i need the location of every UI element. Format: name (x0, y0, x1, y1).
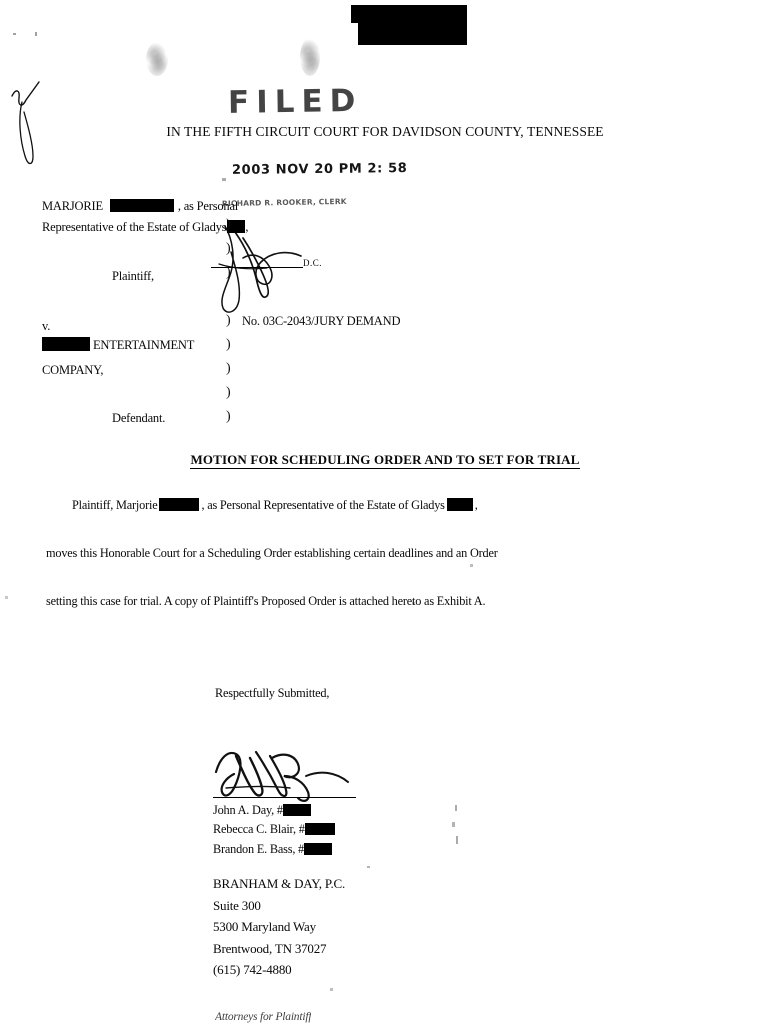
signer-name: John A. Day, # (213, 803, 283, 817)
defendant-line1-tail: ENTERTAINMENT (93, 338, 195, 352)
caption-paren: ) (226, 385, 231, 400)
signer-name: Rebecca C. Blair, # (213, 822, 305, 837)
plaintiff-name-text: MARJORIE (42, 199, 103, 213)
redaction-bar-lower (358, 22, 467, 45)
signer-row: Rebecca C. Blair, # (213, 820, 335, 839)
firm-name: BRANHAM & DAY, P.C. (213, 876, 346, 891)
firm-address-block: BRANHAM & DAY, P.C. Suite 300 5300 Maryl… (213, 873, 345, 981)
scan-speck (412, 602, 415, 605)
page-title: MOTION FOR SCHEDULING ORDER AND TO SET F… (0, 452, 770, 469)
court-heading: IN THE FIFTH CIRCUIT COURT FOR DAVIDSON … (166, 124, 604, 139)
plaintiff-line1-tail: , as Personal (177, 199, 239, 213)
attorney-signature (214, 750, 349, 802)
firm-phone: (615) 742-4880 (213, 962, 292, 977)
scan-speck (330, 988, 333, 991)
redaction-gladys-surname (227, 220, 246, 233)
plaintiff-representative-text: Representative of the Estate of Gladys (42, 220, 227, 234)
signer-row: John A. Day, # (213, 801, 335, 820)
clerk-stamp-line: RICHARD R. ROOKER, CLERK (221, 196, 347, 209)
redaction-bar-number (304, 842, 333, 855)
plaintiff-line2-tail: , (245, 220, 249, 234)
body-line1-mid: , as Personal Representative of the Esta… (201, 498, 445, 512)
redaction-body-marjorie (159, 498, 200, 511)
caption-plaintiff-line-2: Representative of the Estate of Gladys, (42, 217, 248, 237)
deputy-clerk-label: D.C. (303, 258, 323, 268)
page-title-text: MOTION FOR SCHEDULING ORDER AND TO SET F… (190, 452, 580, 469)
redaction-plaintiff-surname (109, 199, 174, 212)
respectfully-submitted: Respectfully Submitted, (215, 686, 330, 700)
caption-paren: ) (226, 361, 231, 376)
scan-smudge-left (146, 42, 168, 76)
scan-speck (35, 32, 37, 36)
attorneys-for-line: Attorneys for Plaintiff (215, 1011, 312, 1023)
scan-speck (470, 564, 473, 567)
signer-name: Brandon E. Bass, # (213, 841, 305, 856)
caption-plaintiff-line-1: MARJORIE , as Personal (42, 196, 238, 216)
body-line1-pre: Plaintiff, Marjorie (72, 498, 158, 512)
caption-paren: ) (226, 241, 231, 256)
scan-speck (452, 822, 455, 827)
body-line1-post: , (474, 498, 478, 512)
scan-speck (367, 866, 370, 868)
caption-paren: ) (226, 409, 231, 424)
scan-speck (5, 596, 8, 599)
clerk-signature-rule (211, 267, 303, 268)
signer-row: Brandon E. Bass, # (213, 840, 335, 859)
redaction-bar-number (304, 823, 335, 836)
caption-paren: ) (226, 337, 231, 352)
redaction-bar-upper (351, 5, 467, 23)
scan-speck (455, 805, 457, 811)
caption-role-defendant: Defendant. (112, 411, 166, 425)
filed-stamp-datetime: 2003 NOV 20 PM 2: 58 (231, 161, 408, 178)
caption-role-plaintiff: Plaintiff, (112, 269, 154, 283)
redaction-defendant-name (42, 337, 90, 351)
handwritten-mark-left (11, 81, 40, 165)
filed-stamp-label: FILED (227, 82, 363, 121)
scan-speck (13, 33, 16, 35)
caption-defendant-line-1: ENTERTAINMENT (42, 335, 194, 355)
clerk-signature (218, 225, 302, 313)
scan-smudge-right (300, 38, 320, 76)
case-number: No. 03C-2043/JURY DEMAND (242, 314, 401, 328)
firm-suite: Suite 300 (213, 897, 261, 913)
caption-paren: ) (226, 313, 231, 328)
caption-versus: v. (42, 319, 51, 333)
redaction-body-gladys (446, 498, 473, 511)
body-line-3: setting this case for trial. A copy of P… (46, 594, 486, 608)
scan-speck (222, 178, 226, 181)
firm-street: 5300 Maryland Way (213, 919, 316, 934)
body-line-1: Plaintiff, Marjorie , as Personal Represe… (72, 498, 478, 513)
caption-paren: ) (226, 217, 231, 232)
caption-defendant-line-2: COMPANY, (42, 363, 104, 377)
redaction-bar-number (282, 804, 311, 816)
signature-rule (213, 797, 356, 798)
signer-list: John A. Day, # Rebecca C. Blair, # Brand… (213, 801, 335, 859)
firm-city-state-zip: Brentwood, TN 37027 (213, 940, 327, 956)
body-line-2: moves this Honorable Court for a Schedul… (46, 546, 498, 560)
caption-paren: ) (226, 265, 231, 280)
scan-speck (456, 836, 458, 844)
